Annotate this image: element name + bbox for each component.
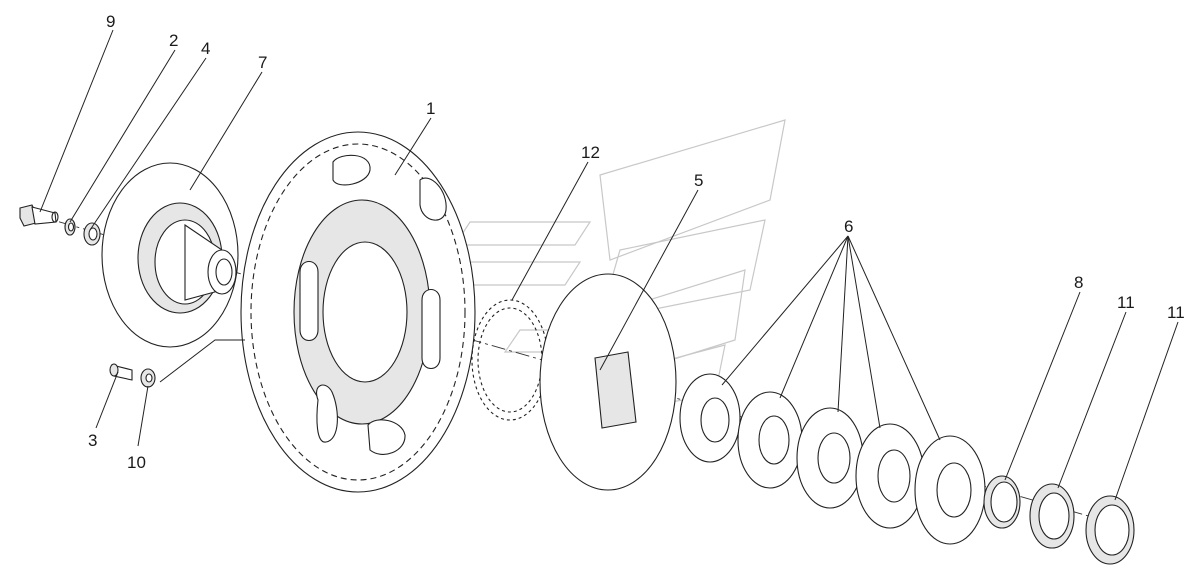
flat-washer-part-4 xyxy=(83,222,101,246)
spacer-ring-part-8 xyxy=(983,475,1021,529)
sprocket-part-1 xyxy=(240,131,476,493)
callout-11a: 11 xyxy=(1117,293,1135,312)
callout-8: 8 xyxy=(1074,273,1083,292)
friction-plate-part-5 xyxy=(539,273,677,491)
lock-nut-part-11-b xyxy=(1085,495,1135,565)
callout-5: 5 xyxy=(694,171,703,190)
callout-3: 3 xyxy=(88,431,97,450)
callout-1: 1 xyxy=(426,99,435,118)
callout-6: 6 xyxy=(844,217,853,236)
leader-lines xyxy=(39,29,1179,501)
callout-11b: 11 xyxy=(1167,303,1185,322)
disc-set-part-6 xyxy=(679,373,986,545)
ball-ring-part-12 xyxy=(471,299,549,421)
bolt-part-9 xyxy=(19,204,59,227)
lock-washer-part-2 xyxy=(64,218,76,236)
bolt-part-3 xyxy=(109,363,133,381)
nut-part-10 xyxy=(140,368,156,388)
callout-4: 4 xyxy=(201,39,210,58)
callout-10: 10 xyxy=(127,453,146,472)
callout-7: 7 xyxy=(258,53,267,72)
callout-2: 2 xyxy=(169,31,178,50)
callout-9: 9 xyxy=(106,12,115,31)
callout-12: 12 xyxy=(581,143,600,162)
hub-flange-part-7 xyxy=(101,162,239,348)
lock-nut-part-11-a xyxy=(1029,483,1075,549)
